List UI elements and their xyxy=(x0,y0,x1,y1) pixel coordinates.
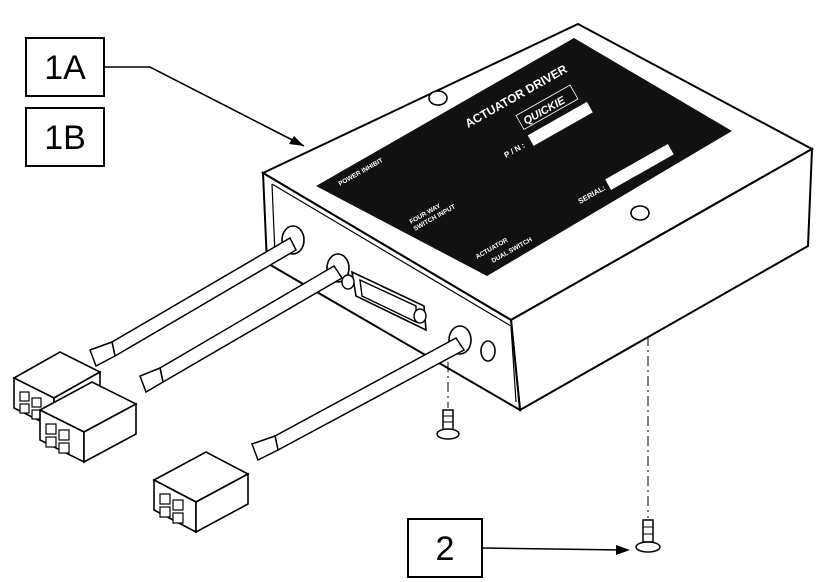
callout-2-label: 2 xyxy=(436,530,455,568)
callout-1b: 1B xyxy=(25,107,105,167)
cable-power-inhibit xyxy=(89,236,297,368)
leader-line-2 xyxy=(481,545,630,555)
callout-1a-label: 1A xyxy=(44,49,86,87)
screw-right xyxy=(635,336,661,553)
callout-1a: 1A xyxy=(25,37,105,97)
port-dual-switch xyxy=(480,340,496,362)
callout-2: 2 xyxy=(407,518,483,578)
top-mounting-hole-front xyxy=(630,205,650,221)
top-mounting-hole-rear xyxy=(428,90,448,106)
connector-four-way-switch xyxy=(38,381,138,464)
unit-label-plate xyxy=(316,38,732,276)
screw-left xyxy=(436,362,460,440)
cable-actuator xyxy=(251,337,466,462)
dsub-connector xyxy=(341,270,427,332)
cable-four-way-switch xyxy=(139,264,344,394)
connector-actuator xyxy=(152,451,250,534)
callout-1b-label: 1B xyxy=(44,119,86,157)
leader-line-1a xyxy=(104,66,305,147)
actuator-driver-box: ACTUATOR DRIVER QUICKIE P / N : SERIAL: … xyxy=(260,22,815,412)
